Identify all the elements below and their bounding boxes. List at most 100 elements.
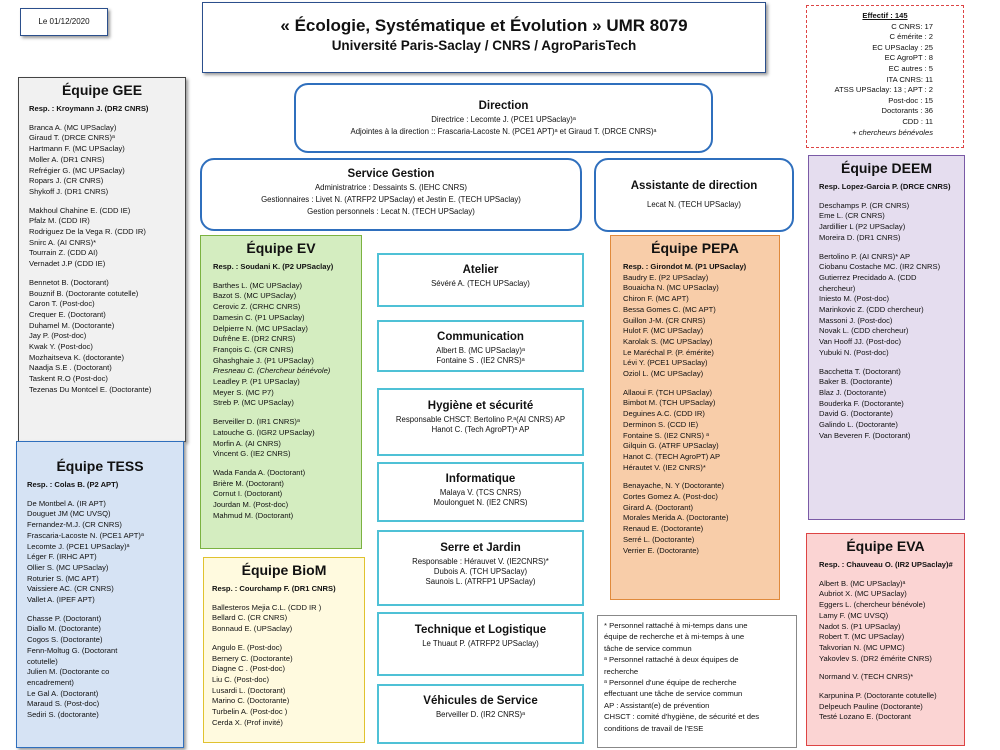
team-member: Bouaicha N. (MC UPSaclay) bbox=[623, 283, 719, 293]
team-member: Le Gal A. (Doctorant) bbox=[27, 688, 99, 698]
team-member: Karpunina P. (Doctorante cotutelle) bbox=[819, 691, 937, 701]
team-head: Resp. : Soudani K. (P2 UPSaclay) bbox=[213, 262, 334, 271]
team-member: Moreira D. (DR1 CNRS) bbox=[819, 232, 901, 242]
direction-box: Direction Directrice : Lecomte J. (PCE1 … bbox=[294, 83, 713, 153]
team-member: Bernery C. (Doctorante) bbox=[212, 653, 293, 663]
assistante-title: Assistante de direction bbox=[630, 180, 758, 192]
team-member: Dufrêne E. (DR2 CNRS) bbox=[213, 334, 296, 344]
team-member: Taskent R.O (Post-doc) bbox=[29, 374, 108, 384]
service-title: Atelier bbox=[462, 264, 499, 276]
team-gee-members: Resp. : Kroymann J. (DR2 CNRS) Branca A. … bbox=[19, 104, 185, 396]
service-gestion-line-2: Gestionnaires : Livet N. (ATRFP2 UPSacla… bbox=[261, 195, 521, 204]
assistante-line-1: Lecat N. (TECH UPSaclay) bbox=[646, 200, 742, 209]
team-member: Hanot C. (TECH AgroPT) AP bbox=[623, 451, 721, 461]
header-box: « Écologie, Systématique et Évolution » … bbox=[202, 2, 766, 73]
team-member: Latouche G. (IGR2 UPSaclay) bbox=[213, 427, 315, 437]
team-head: Resp. : Kroymann J. (DR2 CNRS) bbox=[29, 104, 149, 113]
team-tess-title: Équipe TESS bbox=[56, 458, 144, 474]
team-member: Hartmann F. (MC UPSaclay) bbox=[29, 144, 125, 154]
team-member: Diagne C . (Post-doc) bbox=[212, 664, 286, 674]
team-member: Ciobanu Costache MC. (IR2 CNRS) bbox=[819, 262, 941, 272]
team-member: Vaissiere AC. (CR CNRS) bbox=[27, 584, 114, 594]
legend-line: tâche de service commun bbox=[604, 643, 692, 653]
team-tess-box: Équipe TESS Resp. : Colas B. (P2 APT)De … bbox=[16, 441, 184, 748]
team-member: Pfalz M. (CDD IR) bbox=[29, 216, 90, 226]
page-title: « Écologie, Systématique et Évolution » … bbox=[280, 16, 688, 35]
effectif-line: EC AgroPT : 8 bbox=[884, 53, 933, 63]
team-ev-members: Resp. : Soudani K. (P2 UPSaclay)Barthes … bbox=[201, 262, 361, 521]
team-member: Douguet JM (MC UVSQ) bbox=[27, 509, 111, 519]
page-subtitle: Université Paris-Saclay / CNRS / AgroPar… bbox=[331, 38, 637, 53]
team-member: Lamy F. (MC UVSQ) bbox=[819, 610, 889, 620]
team-head: Resp. : Courchamp F. (DR1 CNRS) bbox=[212, 584, 336, 593]
team-member: Aubriot X. (MC UPSaclay) bbox=[819, 589, 907, 599]
effectif-line: Doctorants : 36 bbox=[881, 106, 934, 116]
team-member: Takvorian N. (MC UPMC) bbox=[819, 642, 905, 652]
team-member: Bazot S. (MC UPSaclay) bbox=[213, 291, 297, 301]
team-member: Eme L. (CR CNRS) bbox=[819, 211, 885, 221]
service-line: Responsable CHSCT: Bertolino P.ᵃ(AI CNRS… bbox=[395, 415, 566, 424]
team-member: Damesin C. (P1 UPSaclay) bbox=[213, 312, 305, 322]
service-title: Véhicules de Service bbox=[423, 695, 538, 707]
team-member: Wada Fanda A. (Doctorant) bbox=[213, 467, 306, 477]
team-pepa-box: Équipe PEPA Resp. : Girondot M. (P1 UPSa… bbox=[610, 235, 780, 600]
team-member: Oziol L. (MC UPSaclay) bbox=[623, 369, 704, 379]
effectif-line: EC autres : 5 bbox=[888, 63, 933, 73]
team-member: Blaz J. (Doctorante) bbox=[819, 387, 887, 397]
service-title: Technique et Logistique bbox=[414, 624, 547, 636]
team-member: Fenn-Moltug G. (Doctorant bbox=[27, 645, 118, 655]
team-member: Refrégier G. (MC UPSaclay) bbox=[29, 165, 125, 175]
team-member: Brière M. (Doctorant) bbox=[213, 478, 284, 488]
team-head: Resp. Lopez-Garcia P. (DRCE CNRS) bbox=[819, 182, 951, 191]
team-member: David G. (Doctorante) bbox=[819, 409, 893, 419]
service-line: Le Thuaut P. (ATRFP2 UPSaclay) bbox=[422, 639, 539, 648]
team-member: Allaoui F. (TCH UPSaclay) bbox=[623, 387, 713, 397]
direction-line-2: Adjointes à la direction :: Frascaria-La… bbox=[350, 127, 657, 136]
team-member: Testé Lozano E. (Doctorant bbox=[819, 712, 912, 722]
team-member: Jourdan M. (Post-doc) bbox=[213, 500, 289, 510]
team-member: Lecomte J. (PCE1 UPSaclay)ᵃ bbox=[27, 541, 130, 551]
team-member: Ollier S. (MC UPSaclay) bbox=[27, 562, 109, 572]
team-member: Deschamps P. (CR CNRS) bbox=[819, 200, 910, 210]
legend-line: recherche bbox=[604, 666, 639, 676]
team-member: Van Beveren F. (Doctorant) bbox=[819, 430, 911, 440]
team-member: Bimbot M. (TCH UPSaclay) bbox=[623, 398, 716, 408]
team-member: Duhamel M. (Doctorante) bbox=[29, 320, 115, 330]
team-member: chercheur) bbox=[819, 283, 856, 293]
team-member: Vincent G. (IE2 CNRS) bbox=[213, 449, 291, 459]
team-eva-box: Équipe EVA Resp. : Chauveau O. (IR2 UPSa… bbox=[806, 533, 965, 746]
team-member: Marinkovic Z. (CDD chercheur) bbox=[819, 305, 924, 315]
service-line: Hanot C. (Tech AgroPT)ᵃ AP bbox=[431, 425, 530, 434]
team-member: Delpierre N. (MC UPSaclay) bbox=[213, 323, 308, 333]
effectif-line: EC UPSaclay : 25 bbox=[872, 42, 933, 52]
team-member: Ropars J. (CR CNRS) bbox=[29, 176, 104, 186]
legend-line: AP : Assistant(e) de prévention bbox=[604, 700, 710, 710]
assistante-box: Assistante de direction Lecat N. (TECH U… bbox=[594, 158, 794, 232]
team-member: Baker B. (Doctorante) bbox=[819, 377, 893, 387]
team-member: Jardillier L (P2 UPSaclay) bbox=[819, 222, 906, 232]
team-member: Ghashghaie J. (P1 UPSaclay) bbox=[213, 355, 314, 365]
team-member: Guillon J-M. (CR CNRS) bbox=[623, 315, 706, 325]
service-line: Responsable : Hérauvet V. (IE2CNRS)* bbox=[412, 557, 549, 566]
team-gee-box: Équipe GEE Resp. : Kroymann J. (DR2 CNRS… bbox=[18, 77, 186, 442]
team-tess-members: Resp. : Colas B. (P2 APT)De Montbel A. (… bbox=[17, 480, 183, 721]
legend-line: équipe de recherche et à mi-temps à une bbox=[604, 632, 745, 642]
team-member: Sediri S. (doctorante) bbox=[27, 710, 99, 720]
team-member: Branca A. (MC UPSaclay) bbox=[29, 122, 117, 132]
team-member: Benayache, N. Y (Doctorante) bbox=[623, 481, 725, 491]
team-member: Normand V. (TECH CNRS)* bbox=[819, 672, 914, 682]
team-member: Liu C. (Post-doc) bbox=[212, 674, 269, 684]
team-member: Angulo E. (Post-doc) bbox=[212, 642, 283, 652]
direction-title: Direction bbox=[478, 100, 529, 112]
team-deem-box: Équipe DEEM Resp. Lopez-Garcia P. (DRCE … bbox=[808, 155, 965, 520]
team-member: François C. (CR CNRS) bbox=[213, 344, 294, 354]
team-member: Cogos S. (Doctorante) bbox=[27, 635, 103, 645]
team-biom-members: Resp. : Courchamp F. (DR1 CNRS)Ballester… bbox=[204, 584, 364, 728]
team-member: Snirc A. (AI CNRS)* bbox=[29, 237, 97, 247]
team-member: Nadot S. (P1 UPSaclay) bbox=[819, 621, 901, 631]
team-member: Robert T. (MC UPSaclay) bbox=[819, 632, 905, 642]
effectif-line: Post-doc : 15 bbox=[888, 95, 933, 105]
team-member: Girard A. (Doctorant) bbox=[623, 502, 694, 512]
team-member: encadrement) bbox=[27, 677, 74, 687]
team-member: Le Maréchal P. (P. émérite) bbox=[623, 347, 714, 357]
